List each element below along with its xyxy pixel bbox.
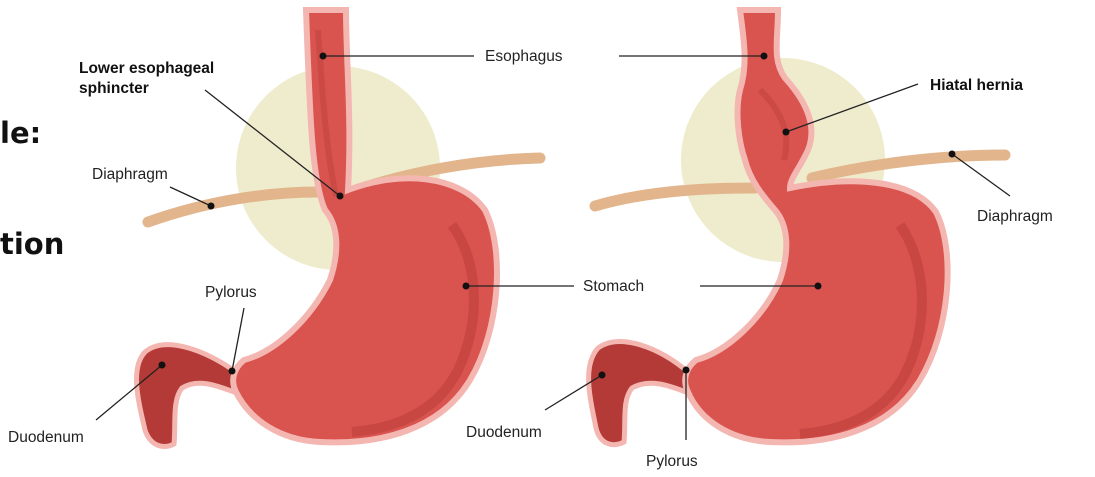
pointer-duodenum-left <box>159 362 166 369</box>
label-duodenum-right: Duodenum <box>466 424 542 441</box>
pointer-stomach-left <box>463 283 470 290</box>
label-pylorus-right: Pylorus <box>646 453 698 470</box>
pointer-pylorus-left <box>229 368 236 375</box>
pointer-pylorus-right <box>683 367 690 374</box>
duodenum-left <box>136 345 236 447</box>
pointer-diaphragm-right <box>949 151 956 158</box>
label-stomach: Stomach <box>583 278 644 295</box>
hiatal-hernia-anatomy: Hiatal hernia Diaphragm Pylorus Duodenum <box>466 10 1053 470</box>
pointer-esophagus-right <box>761 53 768 60</box>
label-diaphragm-left: Diaphragm <box>92 166 168 183</box>
normal-anatomy: Esophagus Lower esophageal sphincter Dia… <box>8 10 644 446</box>
label-pylorus-left: Pylorus <box>205 284 257 301</box>
pointer-esophagus <box>320 53 327 60</box>
pointer-lower-esophageal-sphincter <box>337 193 344 200</box>
label-lower-esophageal-sphincter-2: sphincter <box>79 80 149 97</box>
label-hiatal-hernia: Hiatal hernia <box>930 77 1023 94</box>
duodenum-right <box>589 342 688 445</box>
pointer-stomach-right <box>815 283 822 290</box>
pointer-hiatal-hernia <box>783 129 790 136</box>
label-lower-esophageal-sphincter-1: Lower esophageal <box>79 60 214 77</box>
pointer-diaphragm-left <box>208 203 215 210</box>
label-esophagus: Esophagus <box>485 48 563 65</box>
pointer-duodenum-right <box>599 372 606 379</box>
label-diaphragm-right: Diaphragm <box>977 208 1053 225</box>
label-duodenum-left: Duodenum <box>8 429 84 446</box>
